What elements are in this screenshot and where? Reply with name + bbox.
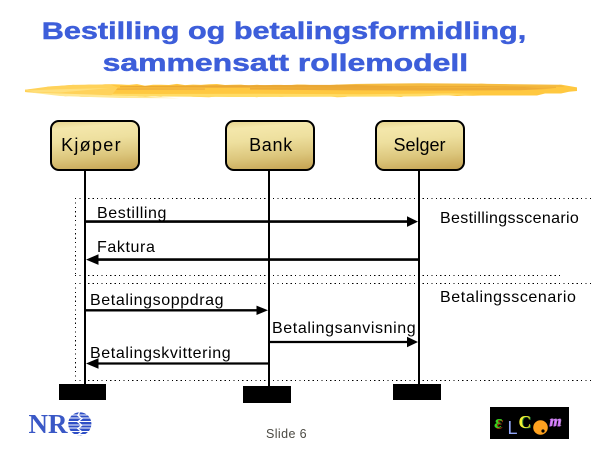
svg-text:C: C [519,412,532,432]
svg-text:m: m [550,413,562,430]
svg-text:m: m [549,414,561,431]
svg-text:C: C [520,413,533,433]
svg-text:L: L [508,418,518,438]
svg-text:ε: ε [496,413,504,434]
svg-text:ε: ε [494,412,502,433]
